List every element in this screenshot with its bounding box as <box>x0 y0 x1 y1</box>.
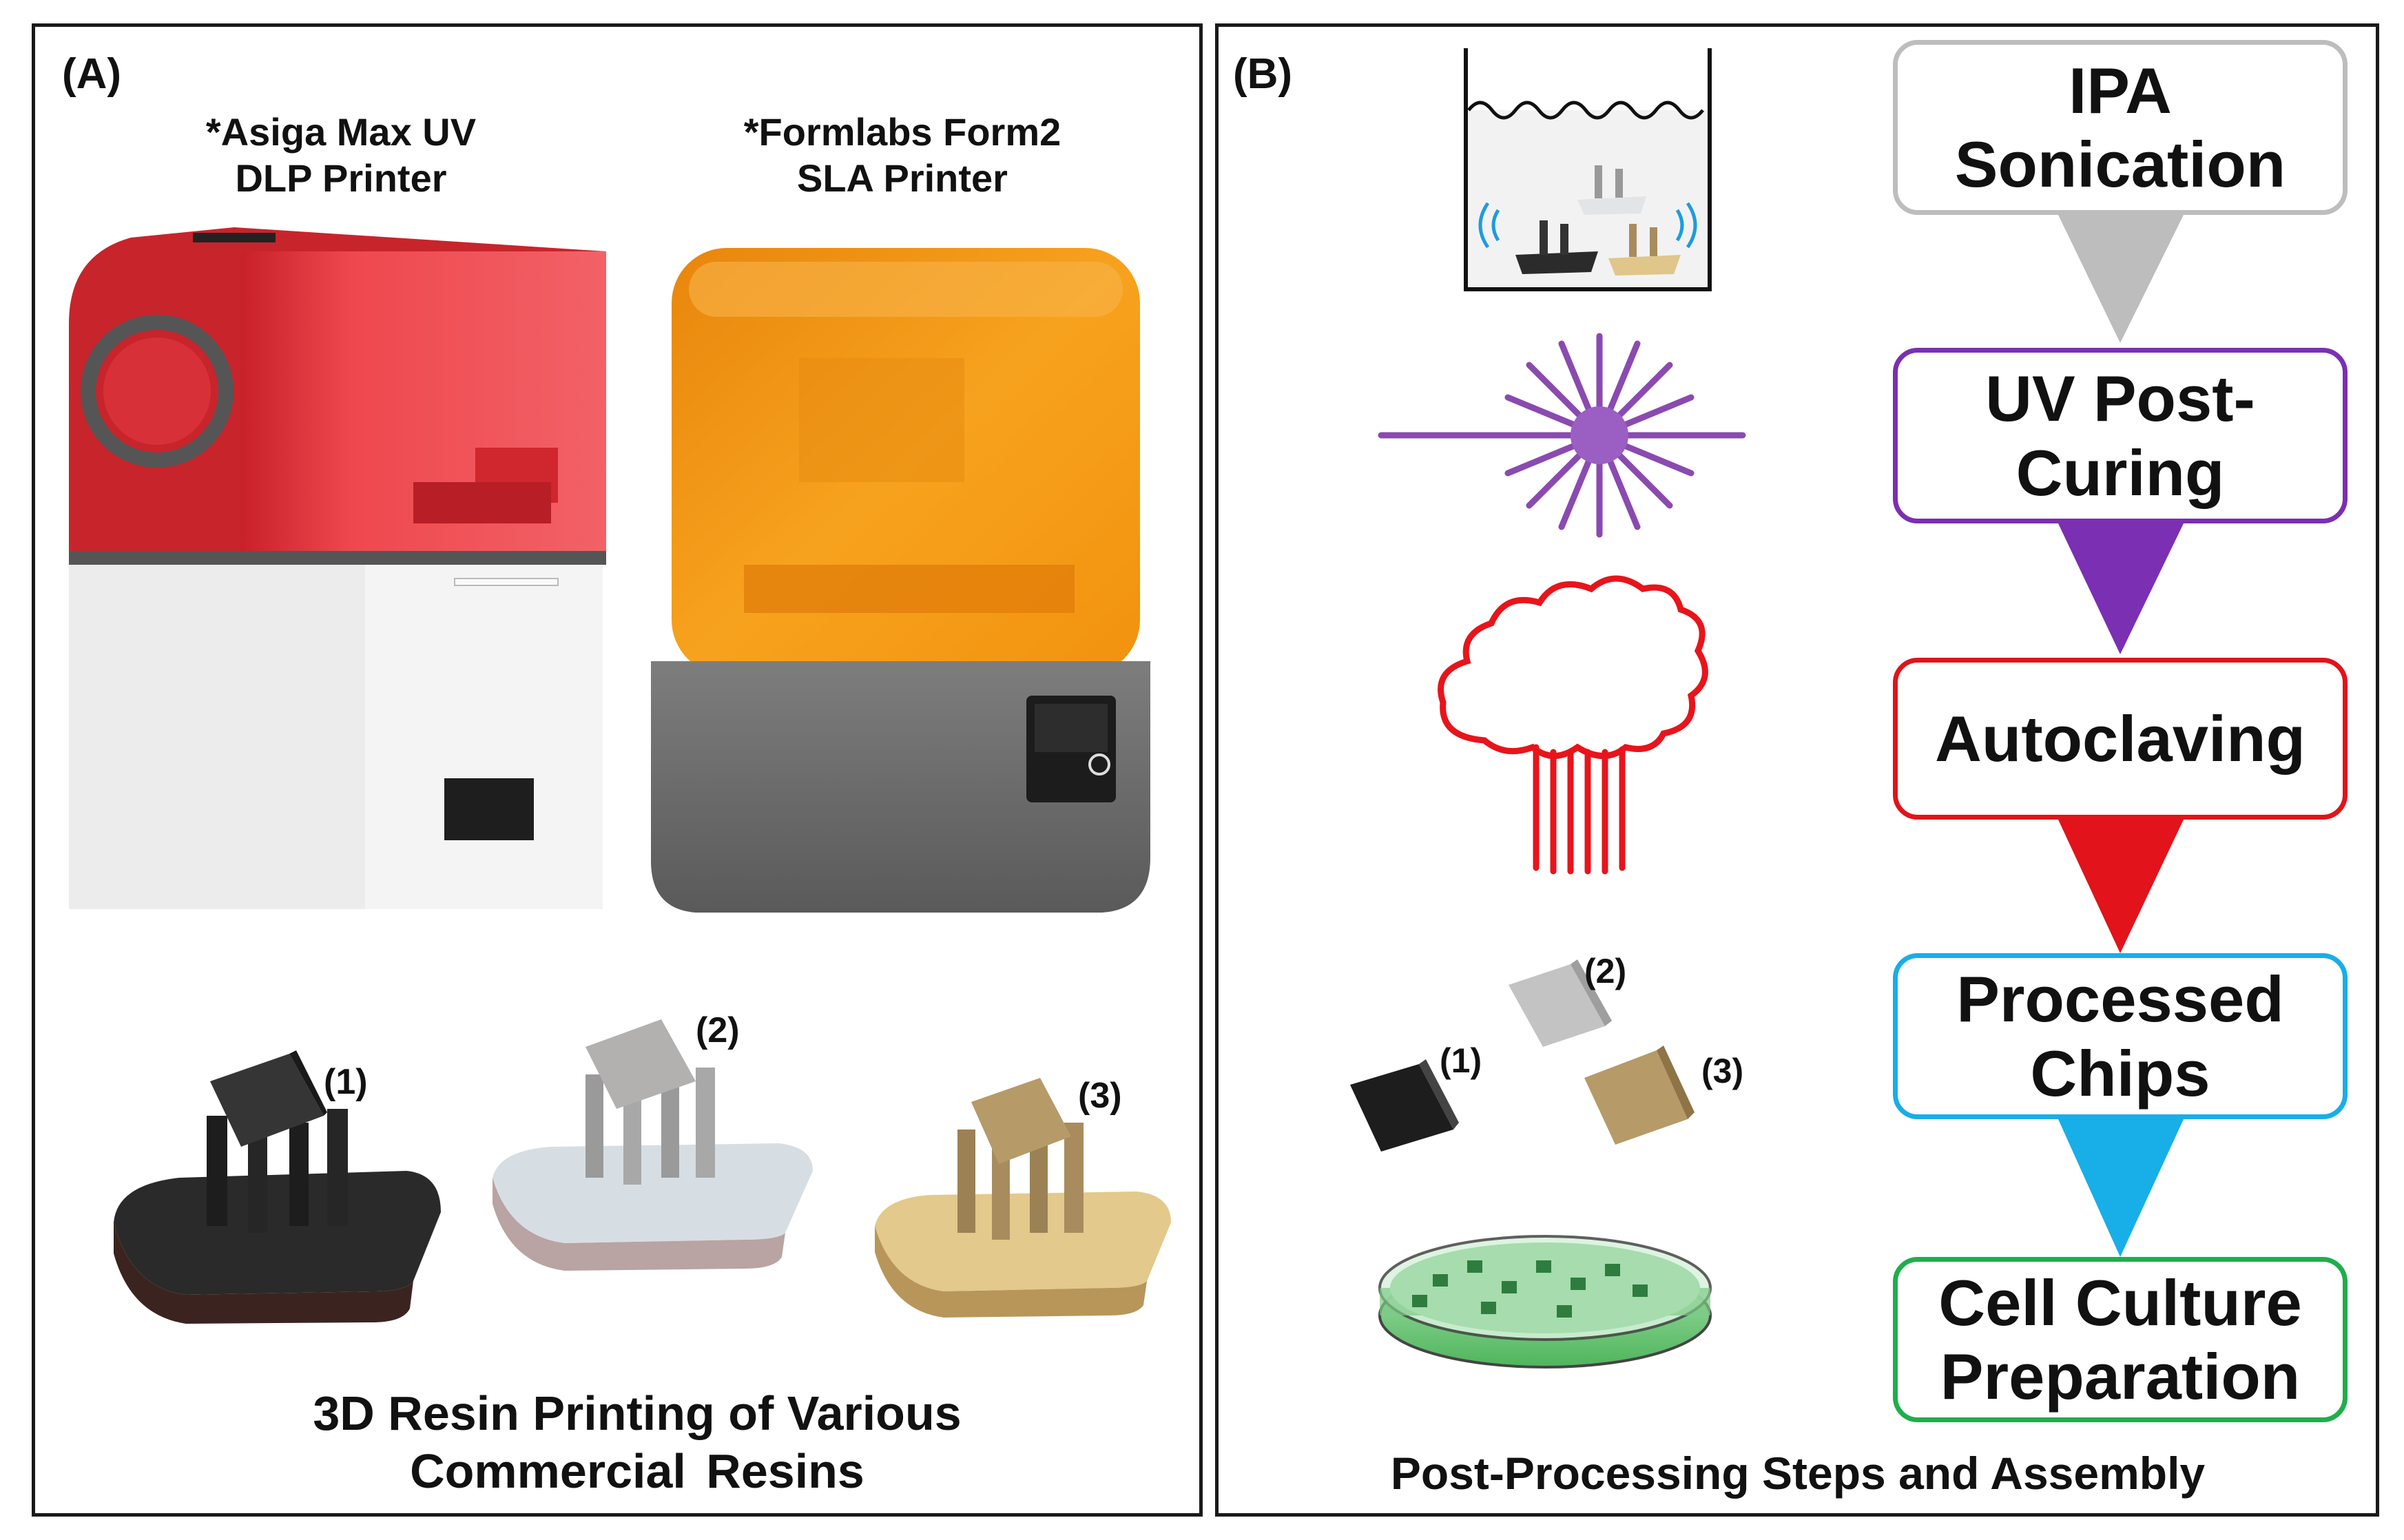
panel-a-label: (A) <box>62 50 122 98</box>
chip-label-3: (3) <box>1701 1052 1744 1090</box>
step-autoclaving: Autoclaving <box>1893 658 2348 820</box>
arrow-uv-to-autoclave <box>2058 523 2184 654</box>
arrow-autoclave-to-chips <box>2058 820 2184 953</box>
panel-b-label: (B) <box>1233 50 1293 98</box>
asiga-caption-line2: DLP Printer <box>235 156 447 200</box>
step-ipa-line2: Sonication <box>1954 128 2286 200</box>
panel-a-caption: 3D Resin Printing of Various Commercial … <box>138 1384 1137 1500</box>
asiga-printer-caption: *Asiga Max UV DLP Printer <box>138 109 544 201</box>
sample-label-3: (3) <box>1078 1076 1122 1116</box>
formlabs-caption-line1: *Formlabs Form2 <box>743 110 1061 154</box>
step-culture-line2: Preparation <box>1940 1340 2301 1413</box>
step-chips-line2: Chips <box>2030 1037 2210 1110</box>
arrow-chips-to-culture <box>2058 1119 2184 1257</box>
formlabs-printer-illustration <box>651 248 1150 913</box>
step-uv-post-curing: UV Post-Curing <box>1893 348 2348 523</box>
step-culture-line1: Cell Culture <box>1938 1266 2302 1339</box>
step-uv-line1: UV Post- <box>1985 362 2255 435</box>
sample-part-3 <box>875 1078 1171 1318</box>
sample-part-1 <box>114 1050 441 1324</box>
step-autoclave-line1: Autoclaving <box>1935 702 2305 775</box>
step-ipa-line1: IPA <box>2069 54 2172 127</box>
sample-part-2 <box>493 1019 813 1271</box>
asiga-caption-line1: *Asiga Max UV <box>205 110 477 154</box>
formlabs-printer-caption: *Formlabs Form2 SLA Printer <box>675 109 1130 201</box>
panel-a-caption-line1: 3D Resin Printing of Various <box>313 1386 962 1440</box>
panel-a-caption-line2: Commercial Resins <box>410 1444 864 1498</box>
sample-label-2: (2) <box>696 1010 740 1050</box>
sonication-bath-icon <box>1464 48 1712 291</box>
petri-dish-icon <box>1378 1235 1712 1369</box>
sample-label-1: (1) <box>324 1062 368 1102</box>
panel-b-caption: Post-Processing Steps and Assembly <box>1390 1448 2206 1499</box>
step-uv-line2: Curing <box>2016 436 2225 509</box>
flow-arrows <box>2058 215 2184 1257</box>
formlabs-caption-line2: SLA Printer <box>797 156 1008 200</box>
step-chips-line1: Processed <box>1956 963 2284 1036</box>
processed-chips-icon <box>1350 959 1695 1152</box>
uv-light-burst-icon <box>1378 333 1746 538</box>
asiga-printer-illustration <box>69 227 606 909</box>
chip-label-2: (2) <box>1584 952 1627 990</box>
chip-label-1: (1) <box>1440 1041 1482 1080</box>
steam-cloud-icon <box>1438 575 1708 875</box>
arrow-sonication-to-uv <box>2058 215 2184 343</box>
